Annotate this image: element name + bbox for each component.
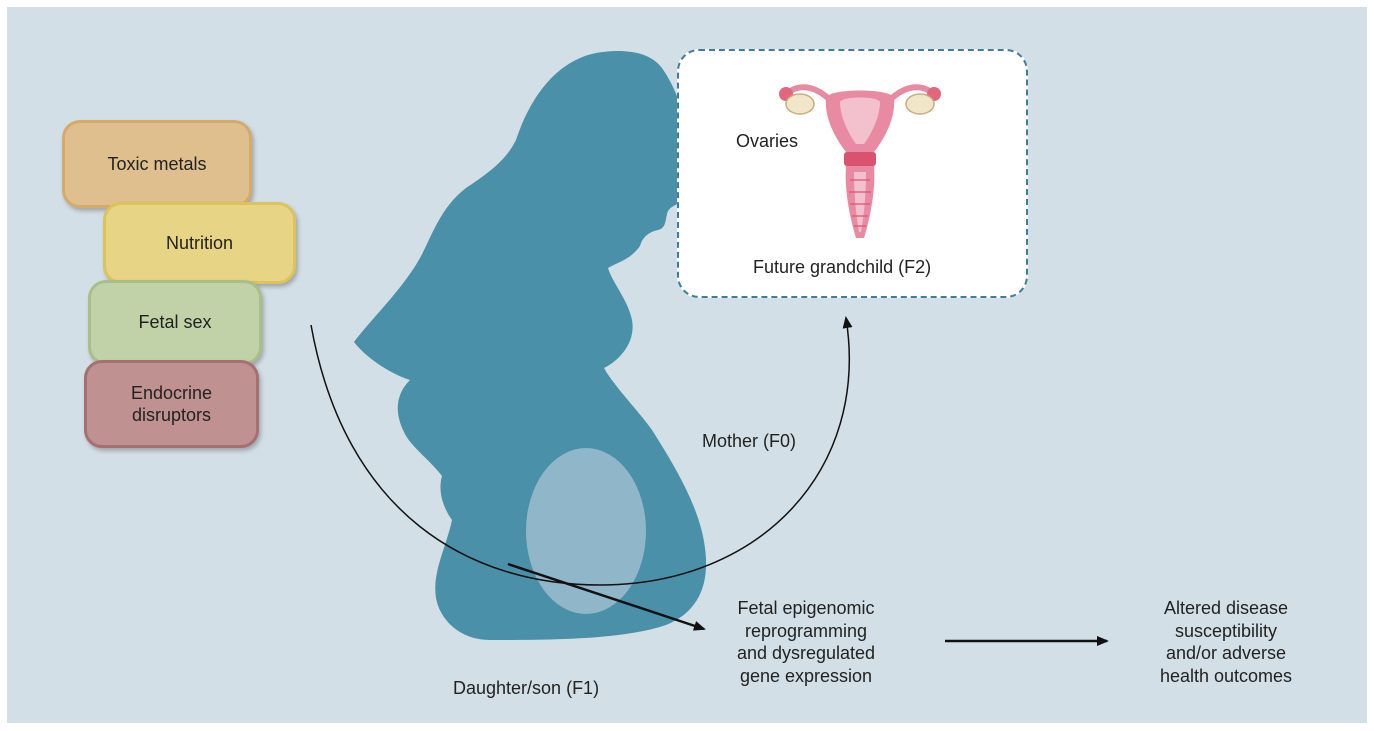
epigenomic-line: reprogramming bbox=[706, 620, 906, 643]
mother-label: Mother (F0) bbox=[702, 430, 796, 453]
factor-nutrition-label: Nutrition bbox=[166, 232, 233, 255]
disease-outcomes-label: Altered disease susceptibility and/or ad… bbox=[1126, 597, 1326, 687]
epigenomic-line: and dysregulated bbox=[706, 642, 906, 665]
ovaries-label: Ovaries bbox=[736, 130, 798, 153]
disease-line: susceptibility bbox=[1126, 620, 1326, 643]
uterus-ovaries-icon bbox=[770, 60, 950, 250]
disease-line: health outcomes bbox=[1126, 665, 1326, 688]
future-grandchild-label: Future grandchild (F2) bbox=[753, 256, 931, 279]
factor-endocrine-disruptors: Endocrine disruptors bbox=[84, 360, 259, 448]
factor-endocrine-label-line1: Endocrine bbox=[131, 382, 212, 405]
factor-endocrine-label-line2: disruptors bbox=[131, 404, 212, 427]
epigenomic-line: gene expression bbox=[706, 665, 906, 688]
factor-fetal-sex: Fetal sex bbox=[88, 280, 262, 365]
factor-toxic-metals: Toxic metals bbox=[62, 120, 252, 208]
factor-toxic-metals-label: Toxic metals bbox=[107, 153, 206, 176]
disease-line: and/or adverse bbox=[1126, 642, 1326, 665]
left-ovary bbox=[786, 94, 814, 114]
disease-line: Altered disease bbox=[1126, 597, 1326, 620]
factor-fetal-sex-label: Fetal sex bbox=[138, 311, 211, 334]
daughter-son-label: Daughter/son (F1) bbox=[453, 677, 599, 700]
right-ovary bbox=[906, 94, 934, 114]
epigenomic-line: Fetal epigenomic bbox=[706, 597, 906, 620]
fetal-epigenomic-label: Fetal epigenomic reprogramming and dysre… bbox=[706, 597, 906, 687]
factor-nutrition: Nutrition bbox=[103, 202, 296, 284]
